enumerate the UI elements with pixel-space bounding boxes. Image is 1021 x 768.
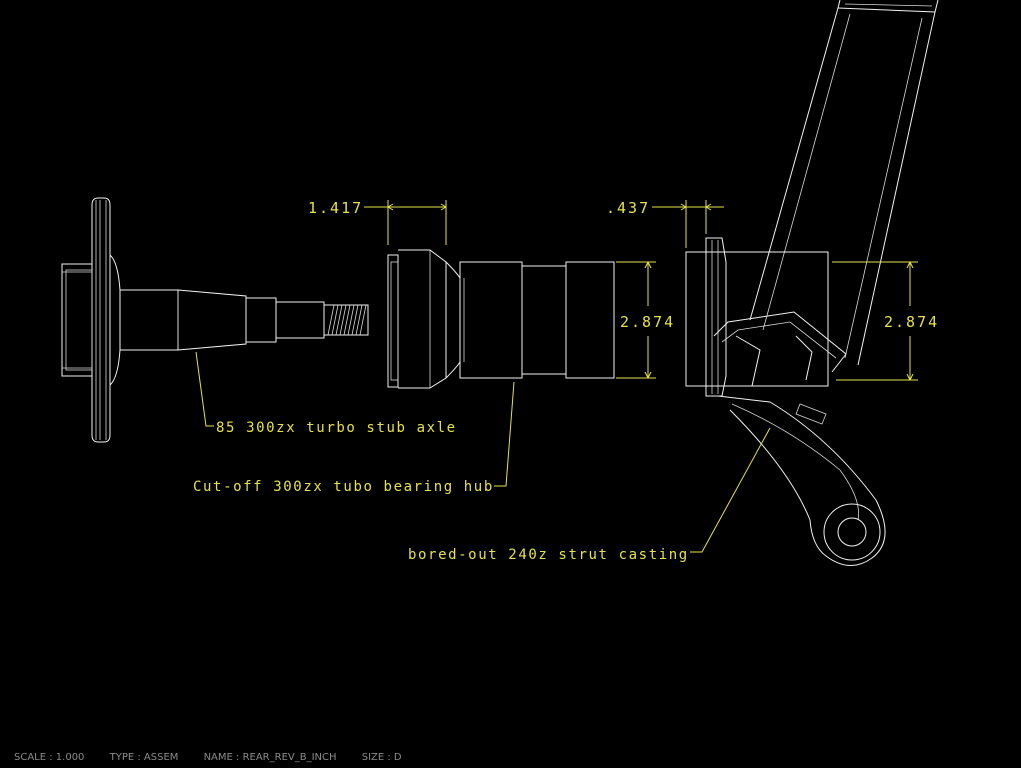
note-bearing-hub: Cut-off 300zx tubo bearing hub — [193, 381, 515, 495]
dimension-strut-bore: 2.874 — [832, 261, 939, 381]
dim-text-strut-lip: .437 — [606, 199, 650, 217]
dim-text-strut-bore: 2.874 — [884, 313, 939, 331]
dimension-hub-diameter: 2.874 — [616, 261, 675, 379]
status-size: SIZE : D — [361, 752, 402, 763]
dimension-hub-width: 1.417 — [308, 199, 447, 245]
note-text-stub-axle: 85 300zx turbo stub axle — [216, 420, 457, 436]
note-stub-axle: 85 300zx turbo stub axle — [195, 351, 457, 436]
note-strut-casting: bored-out 240z strut casting — [408, 427, 771, 563]
dim-text-hub-width: 1.417 — [308, 199, 363, 217]
dim-text-hub-diameter: 2.874 — [620, 313, 675, 331]
status-scale: SCALE : 1.000 — [14, 752, 85, 763]
note-text-strut-casting: bored-out 240z strut casting — [408, 547, 689, 563]
note-text-bearing-hub: Cut-off 300zx tubo bearing hub — [193, 479, 494, 495]
strut-casting-part — [685, 0, 939, 566]
stub-axle-part — [61, 197, 369, 443]
status-bar: SCALE : 1.000 TYPE : ASSEM NAME : REAR_R… — [14, 752, 424, 763]
status-type: TYPE : ASSEM — [109, 752, 179, 763]
status-name: NAME : REAR_REV_B_INCH — [203, 752, 337, 763]
bearing-hub-part — [387, 249, 615, 389]
dimension-strut-lip: .437 — [606, 199, 724, 248]
